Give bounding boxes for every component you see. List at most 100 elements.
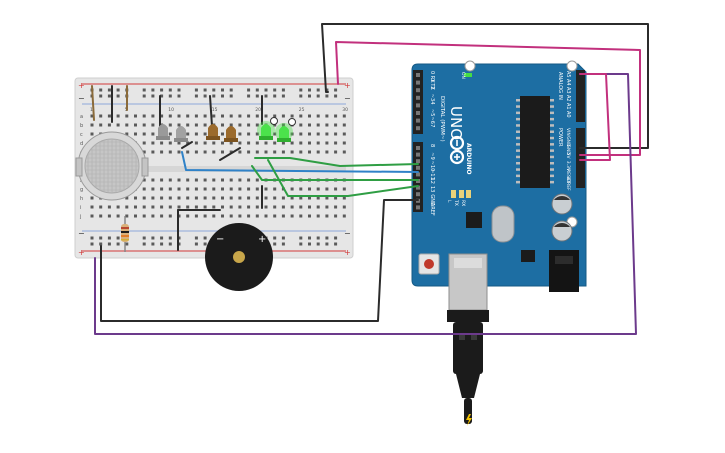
terminal-hole[interactable] xyxy=(281,214,285,218)
terminal-hole[interactable] xyxy=(90,132,94,136)
terminal-hole[interactable] xyxy=(308,150,311,154)
header-hole[interactable] xyxy=(416,172,420,177)
rail-hole[interactable] xyxy=(221,94,224,98)
terminal-hole[interactable] xyxy=(247,214,251,218)
terminal-hole[interactable] xyxy=(177,114,181,118)
rail-hole[interactable] xyxy=(316,88,320,92)
rail-hole[interactable] xyxy=(99,94,103,98)
rail-hole[interactable] xyxy=(316,236,320,240)
terminal-hole[interactable] xyxy=(134,205,137,209)
terminal-hole[interactable] xyxy=(142,187,146,191)
terminal-hole[interactable] xyxy=(229,114,233,118)
terminal-hole[interactable] xyxy=(316,196,320,200)
terminal-hole[interactable] xyxy=(203,205,207,209)
terminal-hole[interactable] xyxy=(160,178,164,182)
terminal-hole[interactable] xyxy=(177,178,181,182)
terminal-hole[interactable] xyxy=(160,196,164,200)
terminal-hole[interactable] xyxy=(168,114,172,118)
rail-hole[interactable] xyxy=(255,88,259,92)
terminal-hole[interactable] xyxy=(290,132,294,136)
terminal-hole[interactable] xyxy=(194,150,198,154)
rail-hole[interactable] xyxy=(281,236,285,240)
terminal-hole[interactable] xyxy=(255,187,259,191)
rail-hole[interactable] xyxy=(116,236,120,240)
led-icon-green-1[interactable] xyxy=(257,117,278,141)
rail-hole[interactable] xyxy=(151,94,155,98)
terminal-hole[interactable] xyxy=(229,150,233,154)
terminal-hole[interactable] xyxy=(194,187,198,191)
rail-hole[interactable] xyxy=(316,242,320,246)
rail-hole[interactable] xyxy=(107,94,111,98)
terminal-hole[interactable] xyxy=(142,141,146,145)
terminal-hole[interactable] xyxy=(238,205,242,209)
terminal-hole[interactable] xyxy=(334,205,338,209)
terminal-hole[interactable] xyxy=(281,205,285,209)
terminal-hole[interactable] xyxy=(229,205,233,209)
terminal-hole[interactable] xyxy=(316,132,320,136)
terminal-hole[interactable] xyxy=(229,123,233,127)
terminal-hole[interactable] xyxy=(177,123,181,127)
rail-hole[interactable] xyxy=(177,94,181,98)
terminal-hole[interactable] xyxy=(238,150,242,154)
terminal-hole[interactable] xyxy=(194,214,198,218)
rail-hole[interactable] xyxy=(334,88,338,92)
terminal-hole[interactable] xyxy=(247,114,251,118)
terminal-hole[interactable] xyxy=(212,141,216,145)
rail-hole[interactable] xyxy=(125,242,129,246)
rail-hole[interactable] xyxy=(168,236,172,240)
terminal-hole[interactable] xyxy=(264,214,268,218)
terminal-hole[interactable] xyxy=(238,141,242,145)
rail-hole[interactable] xyxy=(107,242,111,246)
terminal-hole[interactable] xyxy=(203,196,207,200)
rail-hole[interactable] xyxy=(281,94,285,98)
terminal-hole[interactable] xyxy=(238,178,242,182)
terminal-hole[interactable] xyxy=(160,141,164,145)
rail-hole[interactable] xyxy=(281,242,285,246)
terminal-hole[interactable] xyxy=(281,141,285,145)
terminal-hole[interactable] xyxy=(308,123,311,127)
terminal-hole[interactable] xyxy=(90,214,94,218)
terminal-hole[interactable] xyxy=(325,187,329,191)
terminal-hole[interactable] xyxy=(151,114,155,118)
terminal-hole[interactable] xyxy=(160,114,164,118)
terminal-hole[interactable] xyxy=(107,205,111,209)
terminal-hole[interactable] xyxy=(194,178,198,182)
terminal-hole[interactable] xyxy=(142,178,146,182)
rail-hole[interactable] xyxy=(212,94,216,98)
terminal-hole[interactable] xyxy=(125,205,129,209)
rail-hole[interactable] xyxy=(116,242,120,246)
terminal-hole[interactable] xyxy=(334,150,338,154)
terminal-hole[interactable] xyxy=(116,123,120,127)
usb-plug-icon[interactable] xyxy=(447,253,489,426)
terminal-hole[interactable] xyxy=(186,205,190,209)
terminal-hole[interactable] xyxy=(229,178,233,182)
terminal-hole[interactable] xyxy=(186,214,190,218)
terminal-hole[interactable] xyxy=(221,214,224,218)
terminal-hole[interactable] xyxy=(316,123,320,127)
terminal-hole[interactable] xyxy=(212,214,216,218)
terminal-hole[interactable] xyxy=(142,132,146,136)
rail-hole[interactable] xyxy=(142,236,146,240)
terminal-hole[interactable] xyxy=(290,150,294,154)
terminal-hole[interactable] xyxy=(151,187,155,191)
terminal-hole[interactable] xyxy=(168,187,172,191)
terminal-hole[interactable] xyxy=(186,141,190,145)
terminal-hole[interactable] xyxy=(203,178,207,182)
terminal-hole[interactable] xyxy=(168,123,172,127)
terminal-hole[interactable] xyxy=(221,141,224,145)
rail-hole[interactable] xyxy=(99,88,103,92)
terminal-hole[interactable] xyxy=(308,141,311,145)
terminal-hole[interactable] xyxy=(342,214,346,218)
terminal-hole[interactable] xyxy=(194,205,198,209)
terminal-hole[interactable] xyxy=(299,132,303,136)
rail-hole[interactable] xyxy=(325,94,329,98)
header-hole[interactable] xyxy=(416,159,420,164)
terminal-hole[interactable] xyxy=(342,196,346,200)
terminal-hole[interactable] xyxy=(247,132,251,136)
terminal-hole[interactable] xyxy=(194,114,198,118)
terminal-hole[interactable] xyxy=(308,214,311,218)
terminal-hole[interactable] xyxy=(186,178,190,182)
led-icon-green-2[interactable] xyxy=(275,118,296,143)
rail-hole[interactable] xyxy=(308,242,311,246)
terminal-hole[interactable] xyxy=(273,150,277,154)
